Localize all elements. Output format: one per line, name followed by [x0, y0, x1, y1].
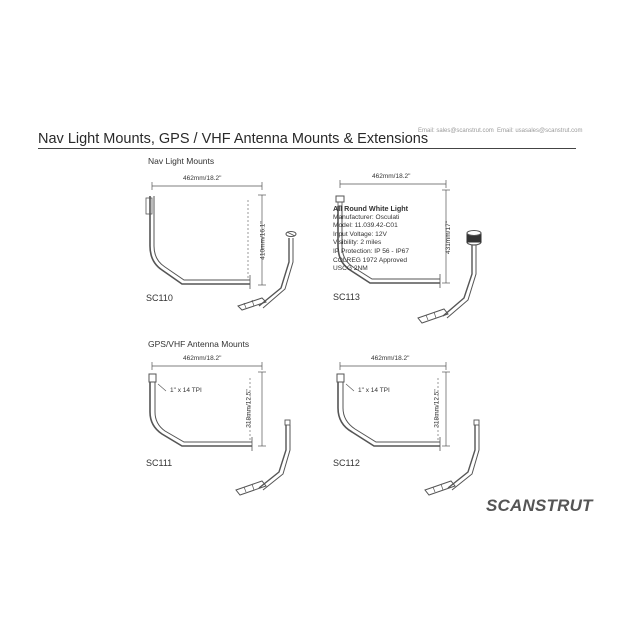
sc110-model-label: SC110: [146, 293, 173, 303]
page-title: Nav Light Mounts, GPS / VHF Antenna Moun…: [38, 131, 429, 147]
section-nav-light-mounts: Nav Light Mounts: [148, 156, 215, 166]
sc113-drawing: [335, 180, 482, 324]
light-spec-line: Model: 11.039.42-C01: [333, 222, 398, 230]
sc112-drawing: [336, 362, 480, 496]
sc112-height-label: 318mm/12.5": [433, 389, 441, 428]
light-spec-line: IP Protection: IP 56 - IP67: [333, 247, 409, 255]
sc112-thread-label: 1" x 14 TPI: [358, 387, 390, 394]
light-spec-block: All Round White Light Manufacturer: Oscu…: [333, 204, 409, 274]
section-gps-vhf-mounts: GPS/VHF Antenna Mounts: [148, 339, 250, 349]
title-divider: [38, 148, 576, 149]
light-spec-line: USCG 2NM: [333, 265, 368, 273]
light-spec-line: COLREG 1972 Approved: [333, 256, 408, 264]
light-spec-heading: All Round White Light: [333, 204, 409, 213]
light-spec-line: Input Voltage: 12V: [333, 230, 387, 238]
sc112-width-label: 462mm/18.2": [371, 355, 410, 362]
sc113-width-label: 462mm/18.2": [372, 173, 411, 180]
light-spec-line: Manufacturer: Osculati: [333, 213, 400, 221]
sc113-model-label: SC113: [333, 292, 360, 302]
sc111-height-label: 318mm/12.5": [245, 389, 253, 428]
sc111-thread-label: 1" x 14 TPI: [170, 387, 202, 394]
sc112-model-label: SC112: [333, 458, 360, 468]
email-usa-sales[interactable]: Email: usasales@scanstrut.com: [497, 128, 583, 134]
scanstrut-logo: SCANSTRUT: [486, 496, 593, 515]
sc110-drawing: [145, 182, 297, 311]
sc113-height-label: 431mm/17": [445, 220, 453, 255]
email-sales[interactable]: Email: sales@scanstrut.com: [418, 128, 494, 134]
sc111-width-label: 462mm/18.2": [183, 355, 222, 362]
light-spec-line: Visibility: 2 miles: [333, 239, 382, 247]
sc111-model-label: SC111: [146, 458, 173, 468]
sc111-drawing: [148, 362, 291, 496]
sc110-height-label: 410mm/16.1": [259, 221, 267, 260]
sc110-width-label: 462mm/18.2": [183, 175, 222, 182]
